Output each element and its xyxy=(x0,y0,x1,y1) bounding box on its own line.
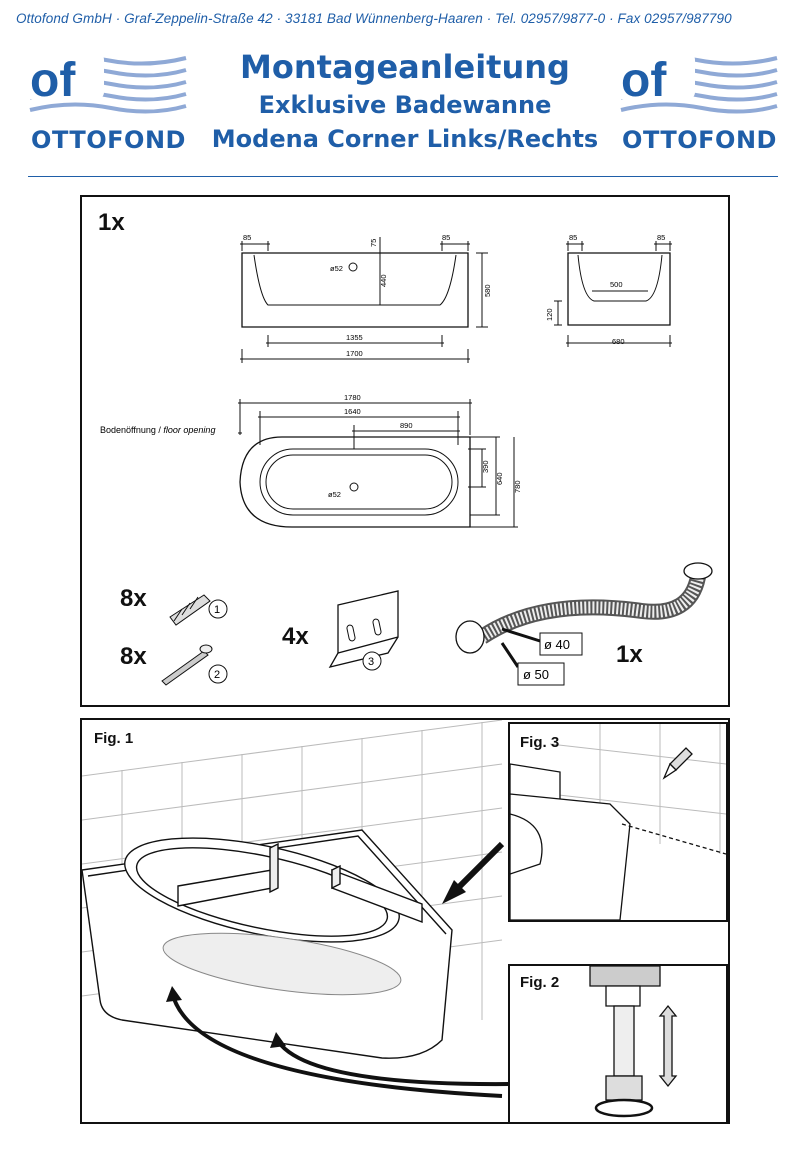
floor-opening-de: Bodenöffnung / xyxy=(100,425,163,435)
waste-hose-drawing xyxy=(455,562,713,654)
hose-quantity: 1x xyxy=(616,641,643,668)
fig1-illustration xyxy=(82,720,513,1098)
brand-name-right: OTTOFOND xyxy=(622,126,777,154)
dim-top-390: 390 xyxy=(481,460,490,473)
parts-dimensions-panel: 1x xyxy=(80,195,730,707)
side-view-drawing xyxy=(240,237,488,363)
title-main: Montageanleitung xyxy=(240,48,570,86)
dowel-part-number: 1 xyxy=(214,604,220,616)
bracket-quantity: 4x xyxy=(282,623,309,650)
fig3-illustration xyxy=(510,724,726,920)
dim-side-1700: 1700 xyxy=(346,349,363,358)
dim-end-500: 500 xyxy=(610,280,623,289)
fig2-panel: Fig. 2 xyxy=(508,964,728,1124)
dowel-drawing xyxy=(169,594,211,626)
dim-top-640: 640 xyxy=(495,472,504,485)
screw-part-number: 2 xyxy=(214,669,220,681)
dim-side-85-left: 85 xyxy=(243,233,251,242)
brand-name-left: OTTOFOND xyxy=(31,126,186,154)
dim-side-440: 440 xyxy=(379,274,388,287)
end-view-drawing xyxy=(554,241,672,347)
fig3-panel: Fig. 3 xyxy=(508,722,728,922)
dim-end-680: 680 xyxy=(612,337,625,346)
logo-letters-left: of xyxy=(30,54,76,107)
tub-quantity: 1x xyxy=(98,209,125,236)
bracket-part-number: 3 xyxy=(368,656,374,668)
dim-top-780: 780 xyxy=(513,480,522,493)
floor-opening-label: Bodenöffnung / floor opening xyxy=(100,425,215,435)
title-model: Modena Corner Links/Rechts xyxy=(211,125,599,153)
dim-top-d52: ø52 xyxy=(328,490,341,499)
dim-end-120: 120 xyxy=(545,308,554,321)
bracket-drawing xyxy=(328,590,399,668)
floor-opening-en: floor opening xyxy=(163,425,215,435)
dim-top-1780: 1780 xyxy=(344,393,361,402)
screw-quantity: 8x xyxy=(120,643,147,670)
technical-drawings: 85 75 85 ø52 440 580 1355 1700 85 85 500… xyxy=(100,233,713,686)
logo-mark-left: of xyxy=(26,52,187,114)
header-divider xyxy=(28,176,778,177)
logo-mark-right: of xyxy=(617,52,778,114)
title-product: Exklusive Badewanne xyxy=(258,91,552,119)
screw-drawing xyxy=(161,644,213,686)
top-view-drawing xyxy=(238,399,518,528)
dim-side-d52: ø52 xyxy=(330,264,343,273)
fig1-label: Fig. 1 xyxy=(94,730,134,747)
fig2-label: Fig. 2 xyxy=(520,974,560,991)
dim-end-85-left: 85 xyxy=(569,233,577,242)
tub-illustration xyxy=(82,829,453,1059)
hose-diameter-50: ø 50 xyxy=(523,667,549,682)
ottofond-logo-left: of OTTOFOND xyxy=(26,52,191,154)
dowel-quantity: 8x xyxy=(120,585,147,612)
company-address-line: Ottofond GmbH · Graf-Zeppelin-Straße 42 … xyxy=(16,11,732,26)
hose-diameter-40: ø 40 xyxy=(544,637,570,652)
dim-top-890: 890 xyxy=(400,421,413,430)
ottofond-logo-right: of OTTOFOND xyxy=(617,52,782,154)
dim-side-580: 580 xyxy=(483,284,492,297)
dim-side-75: 75 xyxy=(369,239,378,247)
fig3-label: Fig. 3 xyxy=(520,734,560,751)
logo-letters-right: of xyxy=(621,54,667,107)
dim-side-85-right: 85 xyxy=(442,233,450,242)
dim-end-85-right: 85 xyxy=(657,233,665,242)
dim-side-1355: 1355 xyxy=(346,333,363,342)
dim-top-1640: 1640 xyxy=(344,407,361,416)
document-title-block: Montageanleitung Exklusive Badewanne Mod… xyxy=(200,48,610,156)
installation-figures-panel: Fig. 1 Fig. 3 xyxy=(80,718,730,1124)
fig2-illustration xyxy=(589,966,678,1118)
